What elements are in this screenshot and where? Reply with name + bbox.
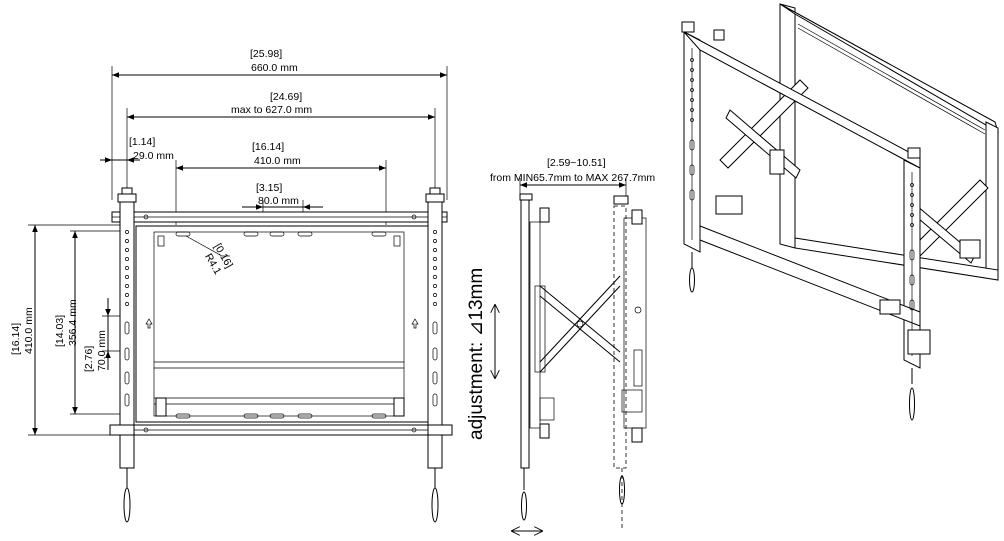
max-width-dimension: [24.69] max to 627.0 mm xyxy=(127,91,435,120)
center-span-dimension: [3.15] 80.0 mm xyxy=(242,182,323,214)
height-dimension: [16.14] 410.0 mm xyxy=(10,224,128,436)
radius-callout: [0.16] R4.1 xyxy=(185,235,235,277)
offset-dimension: [1.14] 29.0 mm xyxy=(100,136,174,163)
overall-width-in: [25.98] xyxy=(250,48,282,60)
pitch-in: [2.76] xyxy=(83,346,95,372)
slot-span-in: [16.14] xyxy=(252,141,284,153)
depth-dimension: [2.59~10.51] from MIN65.7mm to MAX 267.7… xyxy=(490,157,655,200)
side-display-column xyxy=(613,195,647,530)
side-wall-column xyxy=(512,193,555,531)
slot-span-mm: 410.0 mm xyxy=(254,155,301,167)
overall-width-mm: 660.0 mm xyxy=(251,62,298,74)
offset-mm: 29.0 mm xyxy=(133,150,174,162)
adjustment-text: adjustment: ⊿13mm xyxy=(466,268,487,440)
iso-front-frame xyxy=(681,21,931,421)
front-view: [25.98] 660.0 mm [24.69] max to 627.0 mm… xyxy=(10,48,453,523)
offset-in: [1.14] xyxy=(129,136,155,148)
left-vertical-bar xyxy=(109,187,137,523)
center-span-mm: 80.0 mm xyxy=(258,195,299,207)
slot-span-dimension: [16.14] 410.0 mm xyxy=(176,141,386,171)
pitch-dimension: [2.76] 70.0 mm xyxy=(83,298,124,372)
inner-height-in: [14.03] xyxy=(54,315,66,347)
adjustment-label: adjustment: ⊿13mm xyxy=(466,268,495,440)
inner-height-dimension: [14.03] 356.4 mm xyxy=(54,230,128,415)
center-span-in: [3.15] xyxy=(256,182,282,194)
iso-scissor-arms xyxy=(715,79,989,264)
height-in: [16.14] xyxy=(10,323,22,355)
side-view: adjustment: ⊿13mm [2.59~10.51] from MIN6… xyxy=(466,157,655,531)
max-width-in: [24.69] xyxy=(270,91,302,103)
right-vertical-bar xyxy=(425,187,453,523)
overall-width-dimension: [25.98] 660.0 mm xyxy=(112,48,447,78)
depth-range-mm: from MIN65.7mm to MAX 267.7mm xyxy=(490,172,655,184)
height-mm: 410.0 mm xyxy=(23,307,35,354)
pitch-mm: 70.0 mm xyxy=(96,330,108,371)
front-frame xyxy=(111,211,448,436)
max-width-mm: max to 627.0 mm xyxy=(231,104,312,116)
inner-height-mm: 356.4 mm xyxy=(67,299,79,346)
depth-range-in: [2.59~10.51] xyxy=(547,157,606,169)
isometric-view xyxy=(681,3,999,421)
scissor-arms xyxy=(539,275,621,373)
iso-back-frame xyxy=(779,3,999,281)
